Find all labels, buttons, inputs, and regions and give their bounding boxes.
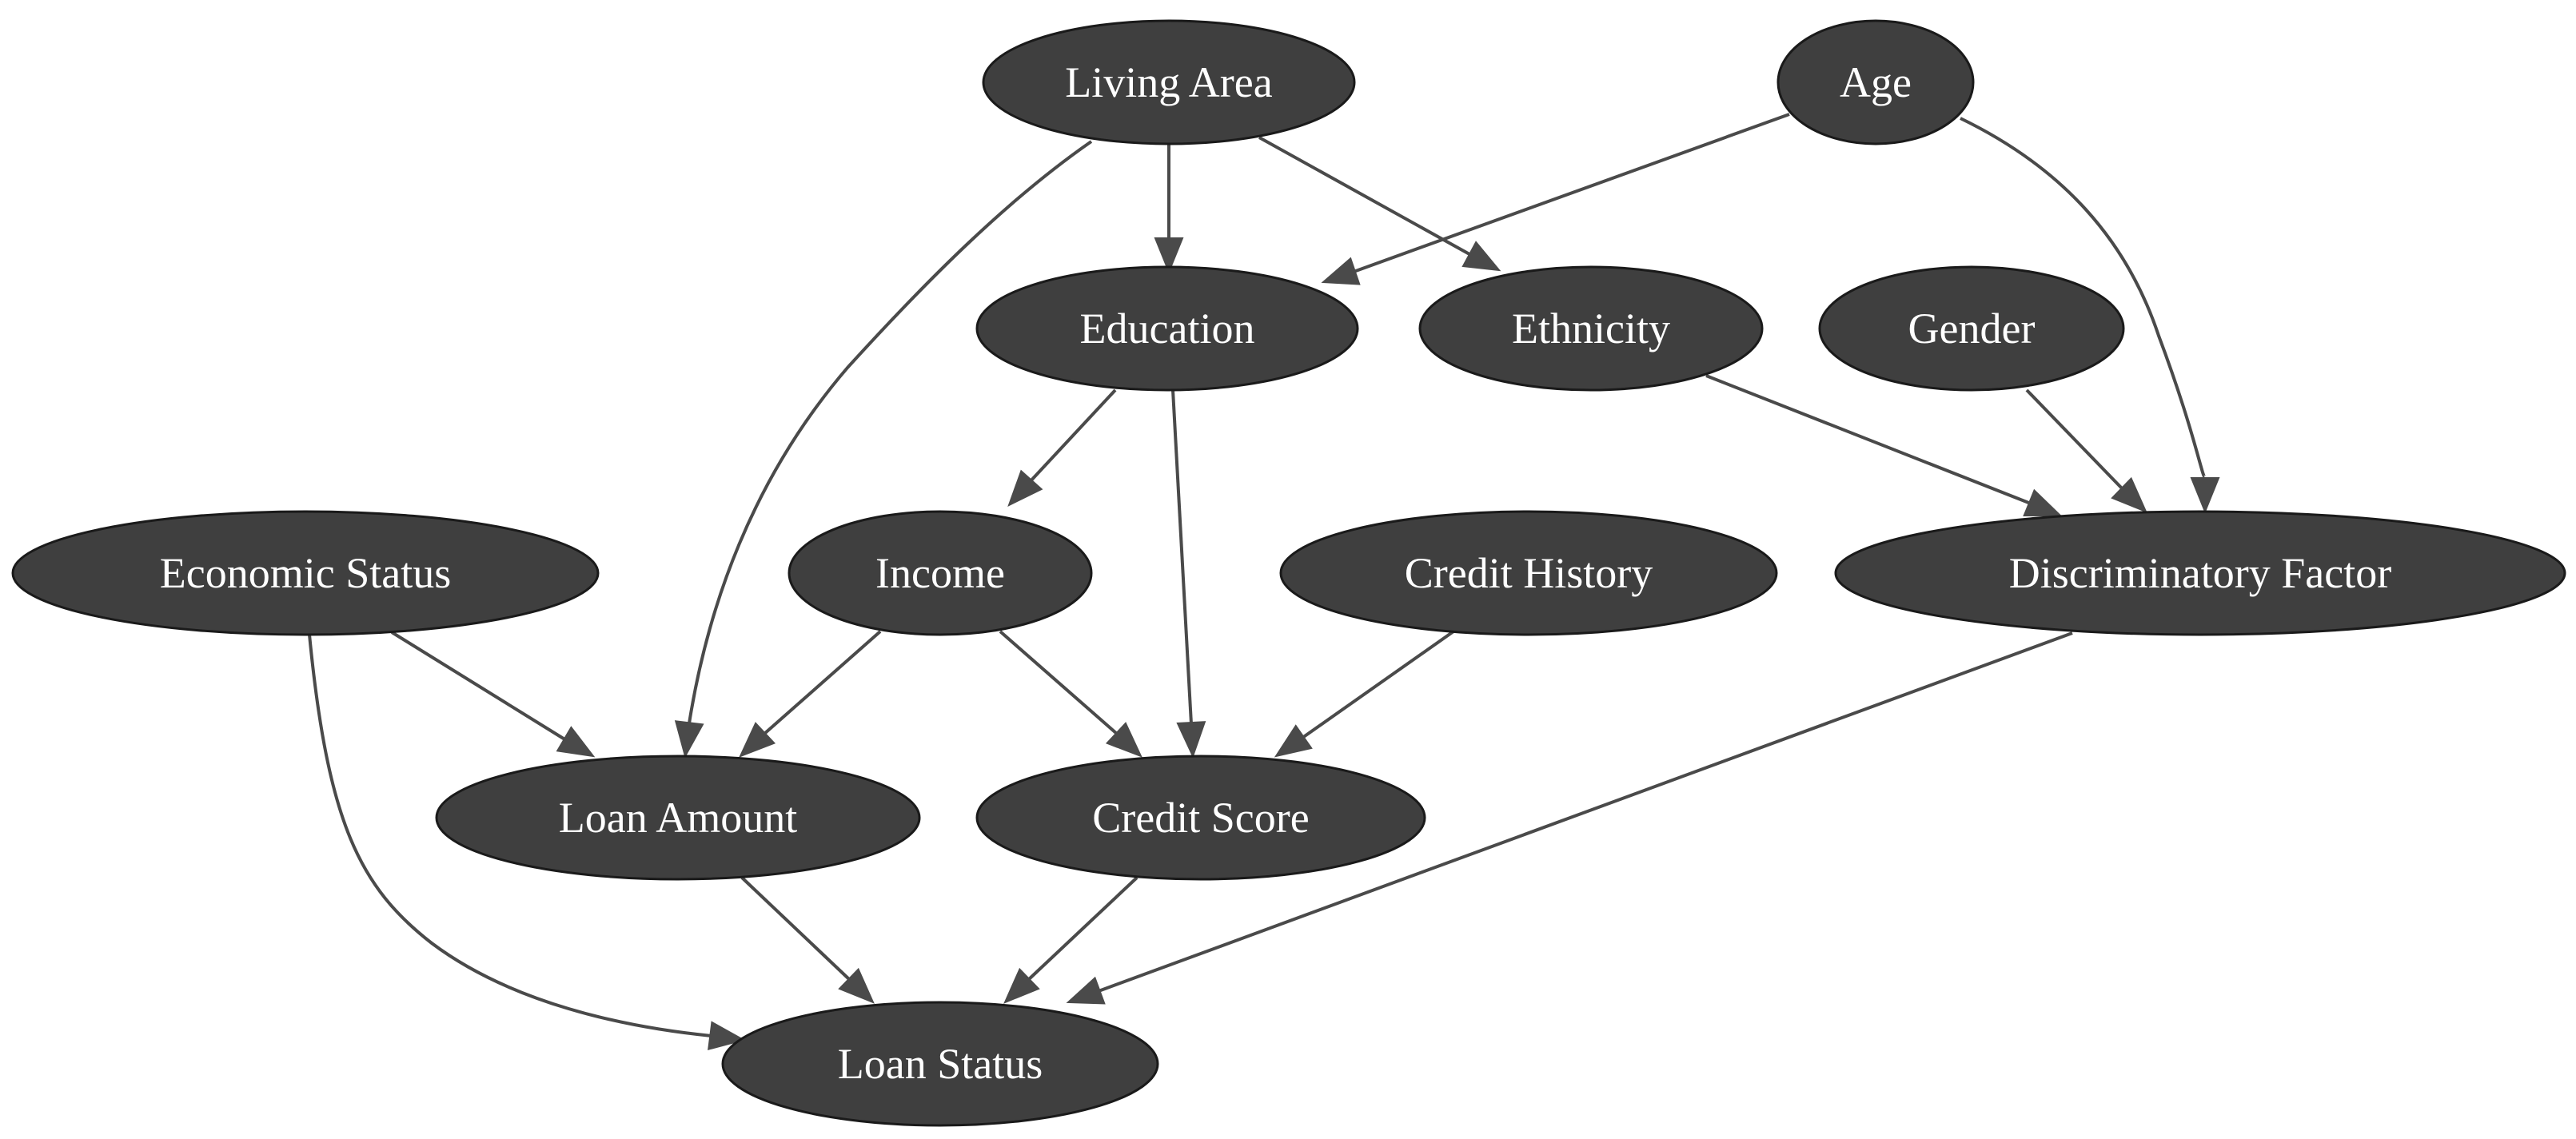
arrowhead-icon: [556, 726, 596, 758]
edge-line: [1027, 388, 1117, 484]
edge-gender-to-discriminatory-factor: [2025, 388, 2147, 513]
node-ellipse: [721, 1001, 1159, 1127]
node-label: Loan Status: [838, 1040, 1043, 1088]
edge-line: [2025, 388, 2124, 491]
node-ellipse: [1418, 265, 1764, 392]
arrowhead-icon: [1176, 721, 1206, 759]
arrowhead-icon: [1321, 257, 1361, 285]
node-ellipse: [435, 755, 921, 881]
edge-age-to-discriminatory-factor: [1960, 117, 2220, 514]
node-loan-amount: Loan Amount: [435, 755, 921, 881]
edge-line: [688, 140, 1093, 724]
node-ellipse: [788, 510, 1093, 636]
edge-discriminatory-factor-to-loan-status: [1066, 631, 2073, 1005]
node-ellipse: [975, 265, 1359, 392]
node-ellipse: [975, 755, 1426, 881]
edge-income-to-loan-amount: [739, 630, 882, 758]
node-label: Credit Score: [1092, 794, 1309, 842]
edge-line: [999, 630, 1119, 735]
node-label: Gender: [1908, 305, 2036, 352]
edge-living-area-to-ethnicity: [1258, 136, 1501, 272]
node-ellipse: [1834, 510, 2566, 636]
node-label: Ethnicity: [1512, 305, 1670, 352]
node-income: Income: [788, 510, 1093, 636]
edge-credit-score-to-loan-status: [1003, 876, 1138, 1004]
arrowhead-icon: [1003, 967, 1040, 1004]
edge-living-area-to-education: [1154, 144, 1184, 274]
edge-economic-status-to-loan-amount: [390, 631, 596, 758]
edge-education-to-credit-score: [1171, 389, 1206, 759]
arrowhead-icon: [1066, 976, 1106, 1005]
node-discriminatory-factor: Discriminatory Factor: [1834, 510, 2566, 636]
edges-layer: [308, 113, 2220, 1051]
edge-income-to-credit-score: [999, 630, 1142, 758]
node-gender: Gender: [1818, 265, 2125, 392]
arrowhead-icon: [674, 720, 704, 759]
edge-line: [1171, 389, 1193, 725]
edge-line: [390, 631, 568, 742]
node-credit-score: Credit Score: [975, 755, 1426, 881]
node-label: Age: [1840, 58, 1912, 106]
edge-line: [1960, 117, 2207, 480]
edge-ethnicity-to-discriminatory-factor: [1705, 374, 2063, 517]
node-ellipse: [1818, 265, 2125, 392]
edge-line: [308, 634, 712, 1037]
arrowhead-icon: [1461, 241, 1501, 272]
node-age: Age: [1776, 19, 1975, 145]
edge-age-to-education: [1321, 113, 1790, 285]
node-label: Economic Status: [160, 549, 451, 597]
node-label: Income: [875, 549, 1005, 597]
node-label: Loan Amount: [559, 794, 797, 842]
node-ellipse: [1776, 19, 1975, 145]
node-label: Discriminatory Factor: [2009, 549, 2391, 597]
node-economic-status: Economic Status: [11, 510, 600, 636]
edge-line: [1353, 113, 1790, 273]
arrowhead-icon: [2111, 476, 2147, 513]
arrowhead-icon: [708, 1021, 746, 1051]
edge-education-to-income: [1007, 388, 1117, 507]
node-ellipse: [11, 510, 600, 636]
arrowhead-icon: [2023, 488, 2063, 517]
node-ellipse: [1279, 510, 1778, 636]
edge-loan-amount-to-loan-status: [740, 876, 875, 1004]
node-label: Living Area: [1065, 58, 1272, 106]
node-label: Credit History: [1405, 549, 1653, 597]
edge-line: [763, 630, 882, 735]
arrowhead-icon: [1274, 724, 1313, 758]
edge-line: [1705, 374, 2032, 505]
node-loan-status: Loan Status: [721, 1001, 1159, 1127]
edge-line: [1301, 630, 1455, 739]
node-ethnicity: Ethnicity: [1418, 265, 1764, 392]
arrowhead-icon: [1105, 722, 1142, 758]
edge-credit-history-to-credit-score: [1274, 630, 1455, 758]
edge-line: [1258, 136, 1470, 256]
edge-line: [1027, 876, 1138, 982]
node-credit-history: Credit History: [1279, 510, 1778, 636]
node-education: Education: [975, 265, 1359, 392]
arrowhead-icon: [1007, 469, 1043, 507]
node-ellipse: [982, 19, 1356, 145]
edge-economic-status-to-loan-status: [308, 634, 746, 1051]
node-living-area: Living Area: [982, 19, 1356, 145]
arrowhead-icon: [2190, 477, 2220, 514]
arrowhead-icon: [838, 967, 875, 1004]
edge-living-area-to-loan-amount: [674, 140, 1093, 759]
edge-line: [740, 876, 851, 982]
arrowhead-icon: [739, 722, 776, 758]
node-label: Education: [1080, 305, 1255, 352]
edge-line: [1098, 631, 2073, 993]
arrowhead-icon: [1154, 237, 1184, 274]
